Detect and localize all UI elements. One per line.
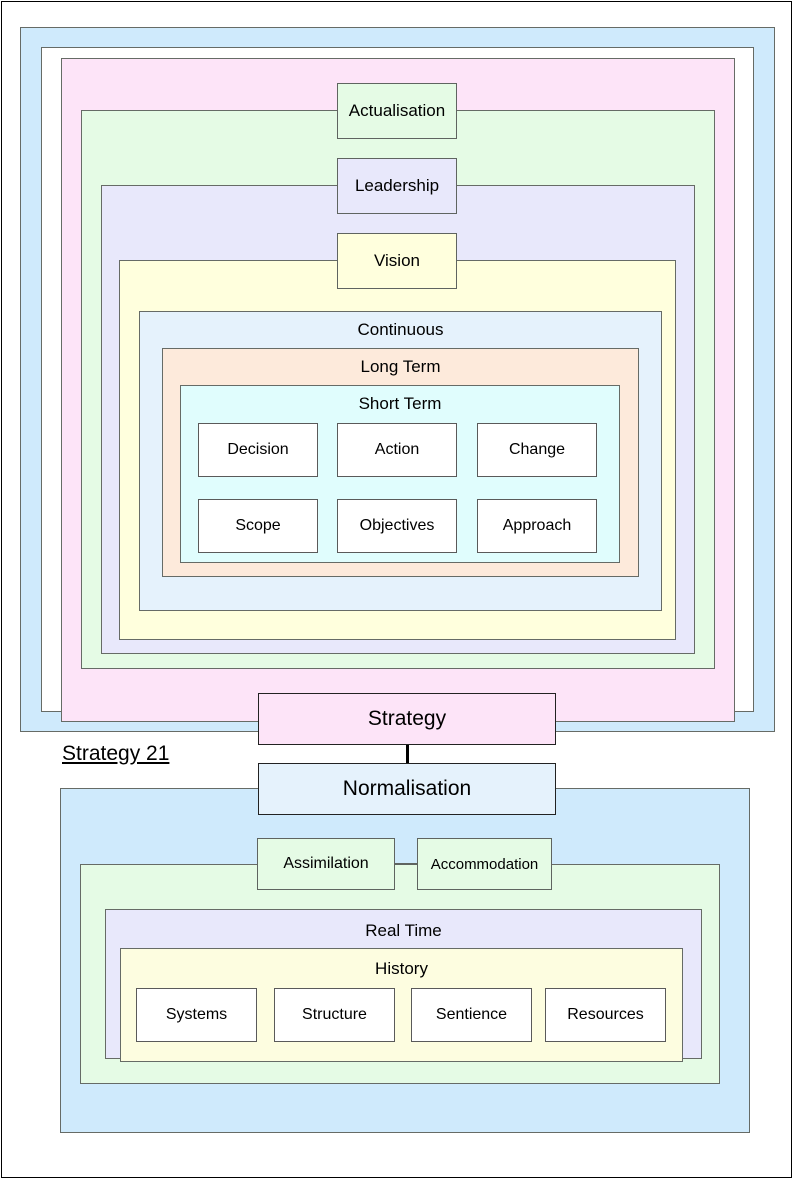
node-systems[interactable]: Systems [136, 988, 257, 1042]
diagram-title-strategy-21: Strategy 21 [62, 742, 170, 765]
node-label-resources: Resources [567, 1006, 644, 1023]
layer-label-continuous: Continuous [357, 320, 444, 339]
node-change[interactable]: Change [477, 423, 597, 477]
node-label-change: Change [508, 441, 566, 458]
node-label-leadership: Leadership [354, 176, 440, 195]
node-accommodation[interactable]: Accommodation [417, 838, 552, 890]
connector-assimilation-accommodation [395, 863, 418, 865]
node-label-actualisation: Actualisation [348, 101, 446, 120]
node-strategy[interactable]: Strategy [258, 693, 556, 745]
node-sentience[interactable]: Sentience [411, 988, 532, 1042]
layer-label-short-term: Short Term [358, 394, 442, 413]
node-action[interactable]: Action [337, 423, 457, 477]
node-label-accommodation: Accommodation [430, 855, 539, 873]
node-decision[interactable]: Decision [198, 423, 318, 477]
node-leadership[interactable]: Leadership [337, 158, 457, 214]
node-label-systems: Systems [165, 1006, 228, 1023]
node-vision[interactable]: Vision [337, 233, 457, 289]
node-label-decision: Decision [227, 441, 289, 458]
layer-label-real-time: Real Time [365, 921, 442, 940]
connector-strategy-normalisation [406, 745, 409, 763]
node-objectives[interactable]: Objectives [337, 499, 457, 553]
node-label-vision: Vision [374, 251, 420, 270]
node-label-normalisation: Normalisation [342, 777, 472, 800]
node-label-strategy: Strategy [367, 707, 447, 730]
node-label-approach: Approach [502, 517, 572, 534]
node-structure[interactable]: Structure [274, 988, 395, 1042]
node-assimilation[interactable]: Assimilation [257, 838, 395, 890]
node-label-scope: Scope [235, 517, 281, 534]
node-resources[interactable]: Resources [545, 988, 666, 1042]
node-label-assimilation: Assimilation [283, 855, 369, 872]
node-label-sentience: Sentience [435, 1006, 508, 1023]
node-scope[interactable]: Scope [198, 499, 318, 553]
node-label-objectives: Objectives [359, 517, 435, 534]
node-normalisation[interactable]: Normalisation [258, 763, 556, 815]
node-label-action: Action [374, 441, 420, 458]
node-actualisation[interactable]: Actualisation [337, 83, 457, 139]
layer-label-history: History [375, 959, 428, 978]
layer-label-long-term: Long Term [360, 357, 441, 376]
node-approach[interactable]: Approach [477, 499, 597, 553]
node-label-structure: Structure [302, 1006, 367, 1023]
